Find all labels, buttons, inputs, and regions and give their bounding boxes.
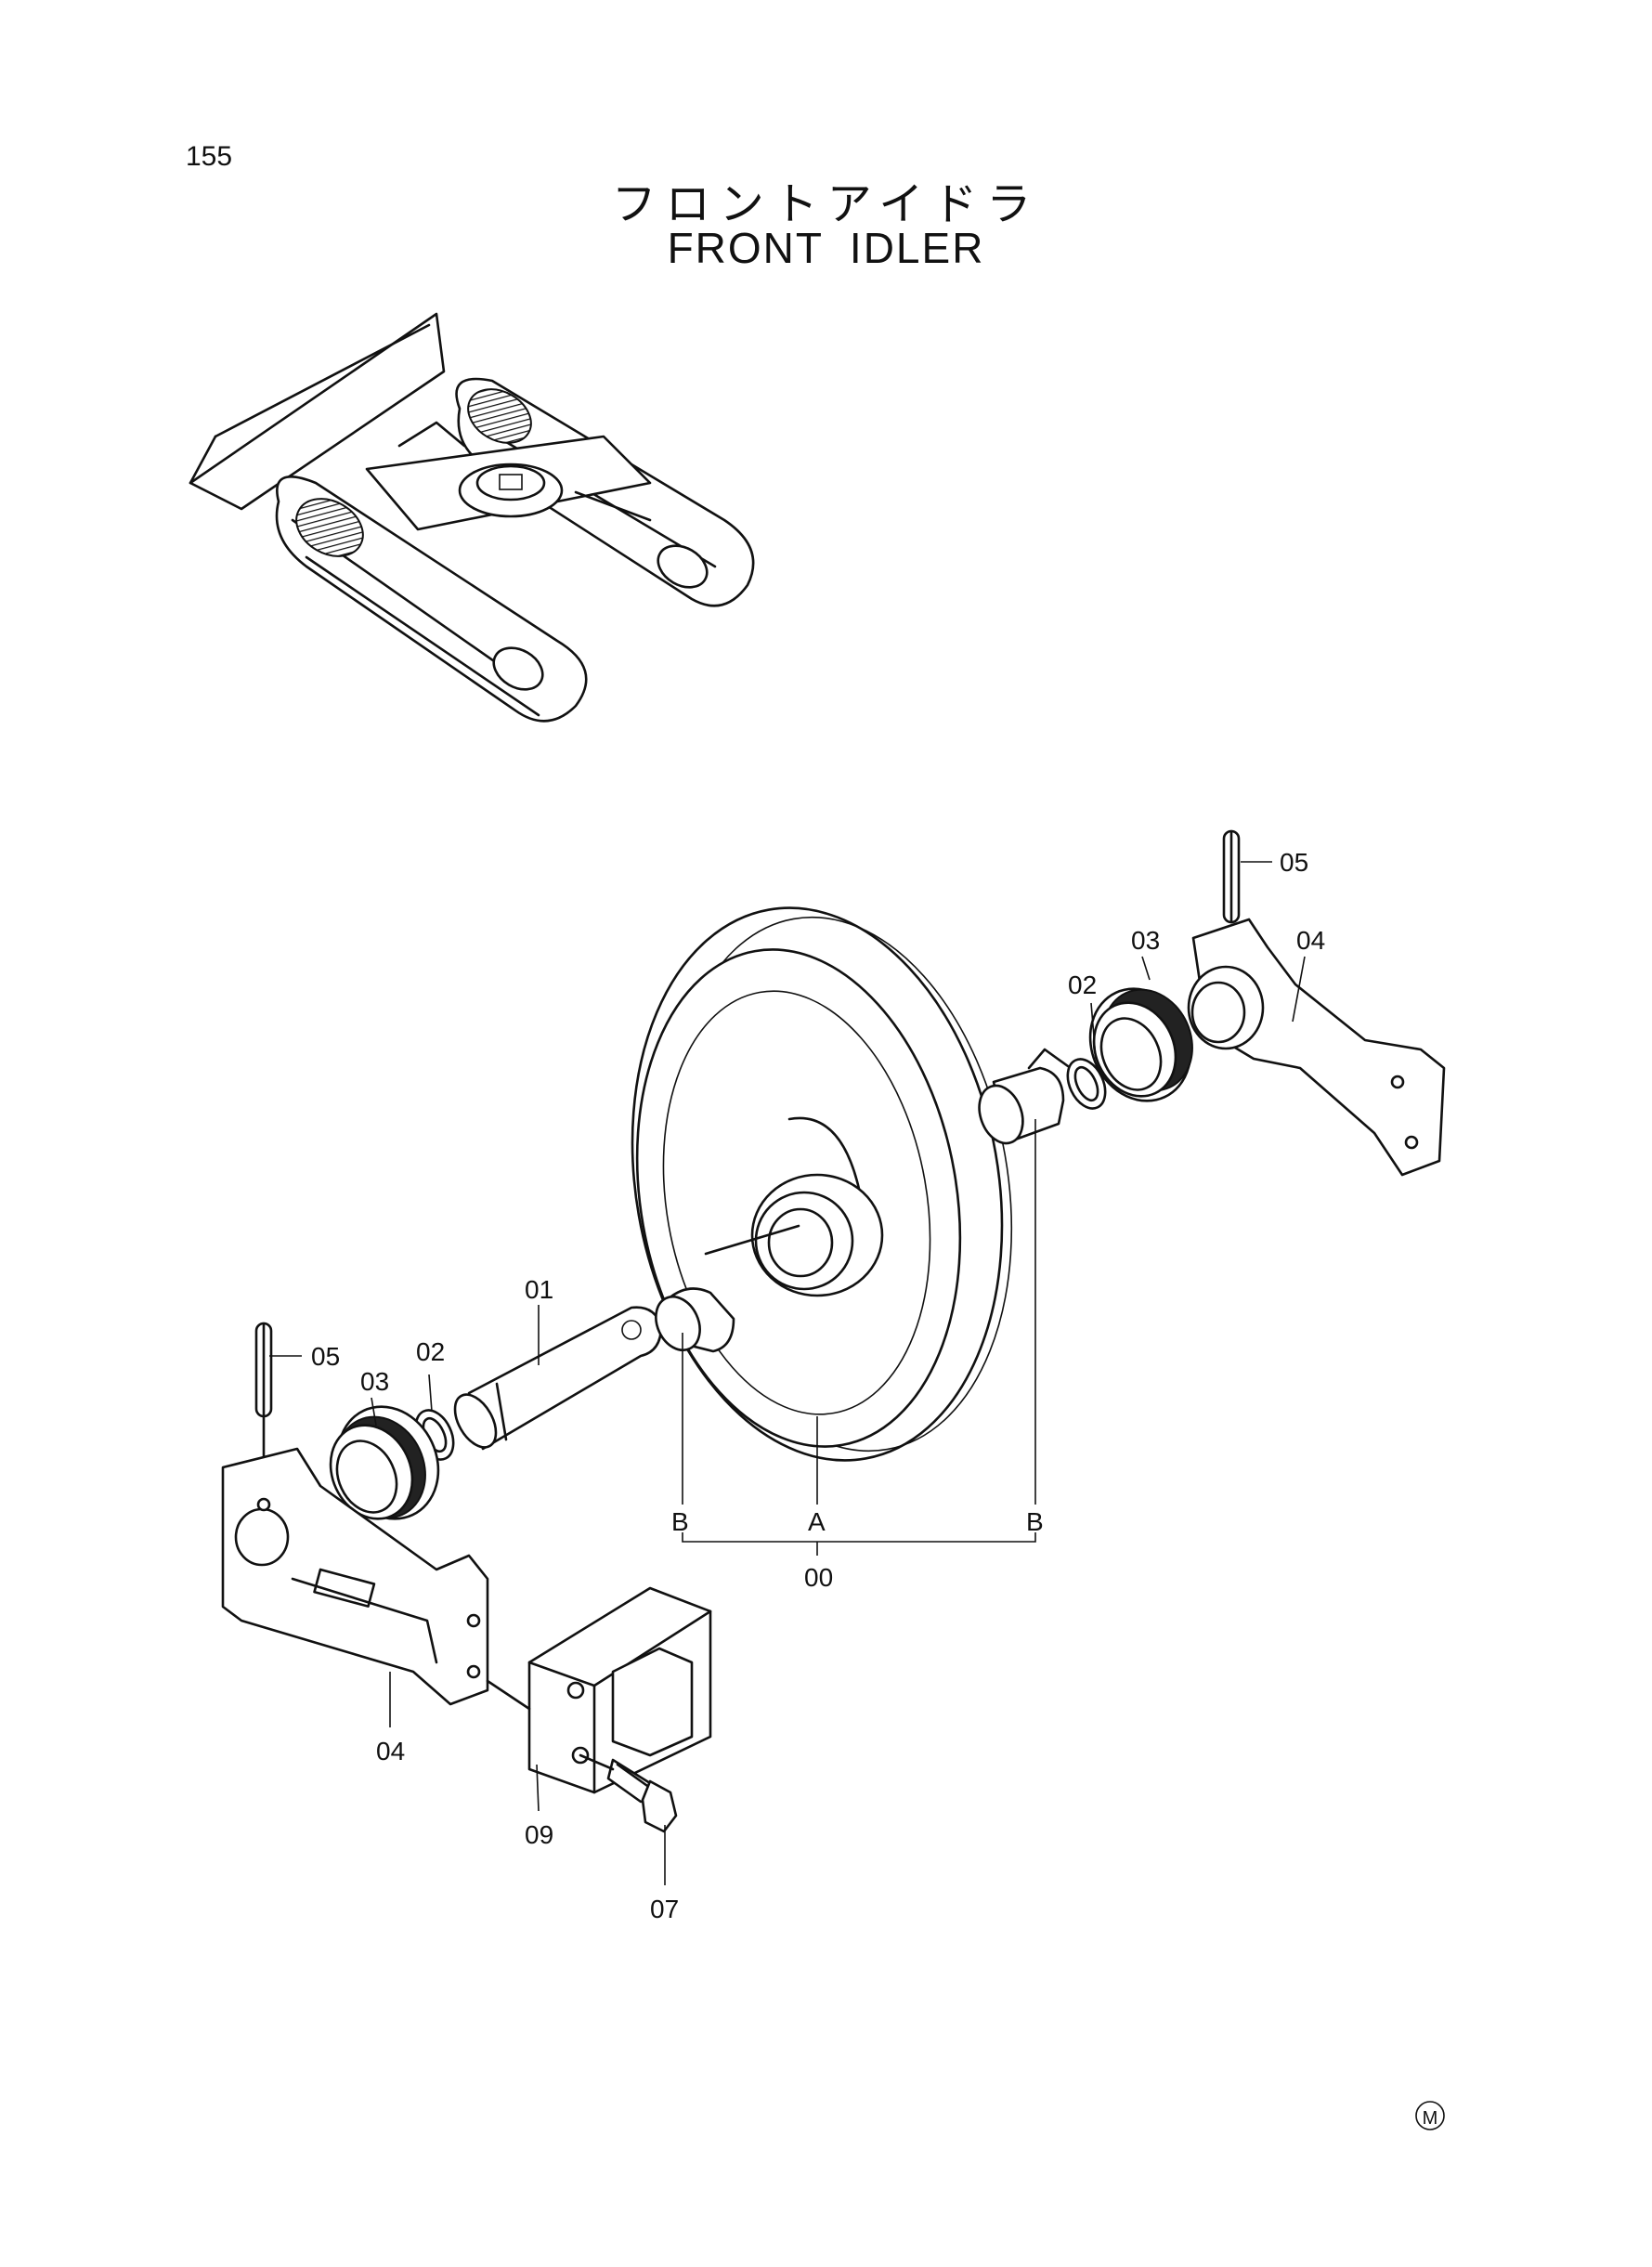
undercarriage-overview: [189, 312, 755, 723]
retaining-ring-right: [1066, 1058, 1107, 1110]
page-number: 155: [186, 141, 233, 172]
corner-mark-letter: M: [1423, 2108, 1438, 2129]
callout-ring-right: 02: [1068, 971, 1097, 999]
page-title: FRONT IDLER: [667, 224, 985, 272]
bushing-left: [655, 1224, 800, 1353]
bracket-right: [1187, 918, 1446, 1177]
callout-seal-left: 03: [360, 1367, 389, 1396]
callout-assembly: 00: [804, 1563, 833, 1592]
callout-shaft: 01: [525, 1275, 553, 1304]
floating-seal-left: [329, 1405, 440, 1520]
callout-block: 09: [525, 1820, 553, 1849]
page-title-japanese: フロントアイドラ: [611, 178, 1041, 230]
callout-seal-right: 03: [1131, 926, 1160, 955]
adjuster-block: [486, 1586, 712, 1794]
idler-wheel: [631, 906, 1013, 1462]
callout-bushing-right: B: [1026, 1507, 1044, 1536]
flange-bolt: [579, 1753, 678, 1833]
bushing-right: [978, 1048, 1070, 1145]
floating-seal-right: [1088, 987, 1193, 1102]
callout-ring-left: 02: [416, 1337, 445, 1366]
corner-mark: M: [1415, 2101, 1445, 2130]
callout-bracket-right: 04: [1296, 926, 1325, 955]
callout-spring-pin-left: 05: [311, 1342, 340, 1371]
leader-lines: [269, 861, 1306, 1885]
callout-spring-pin-right: 05: [1280, 848, 1308, 877]
idler-shaft: [453, 1306, 663, 1451]
callout-bushing-left: B: [671, 1507, 689, 1536]
callout-idler: A: [808, 1507, 826, 1536]
bracket-left: [221, 1447, 489, 1706]
callout-bolt: 07: [650, 1895, 679, 1923]
callout-bracket-left: 04: [376, 1737, 405, 1765]
spring-pin-right: [1222, 829, 1241, 924]
